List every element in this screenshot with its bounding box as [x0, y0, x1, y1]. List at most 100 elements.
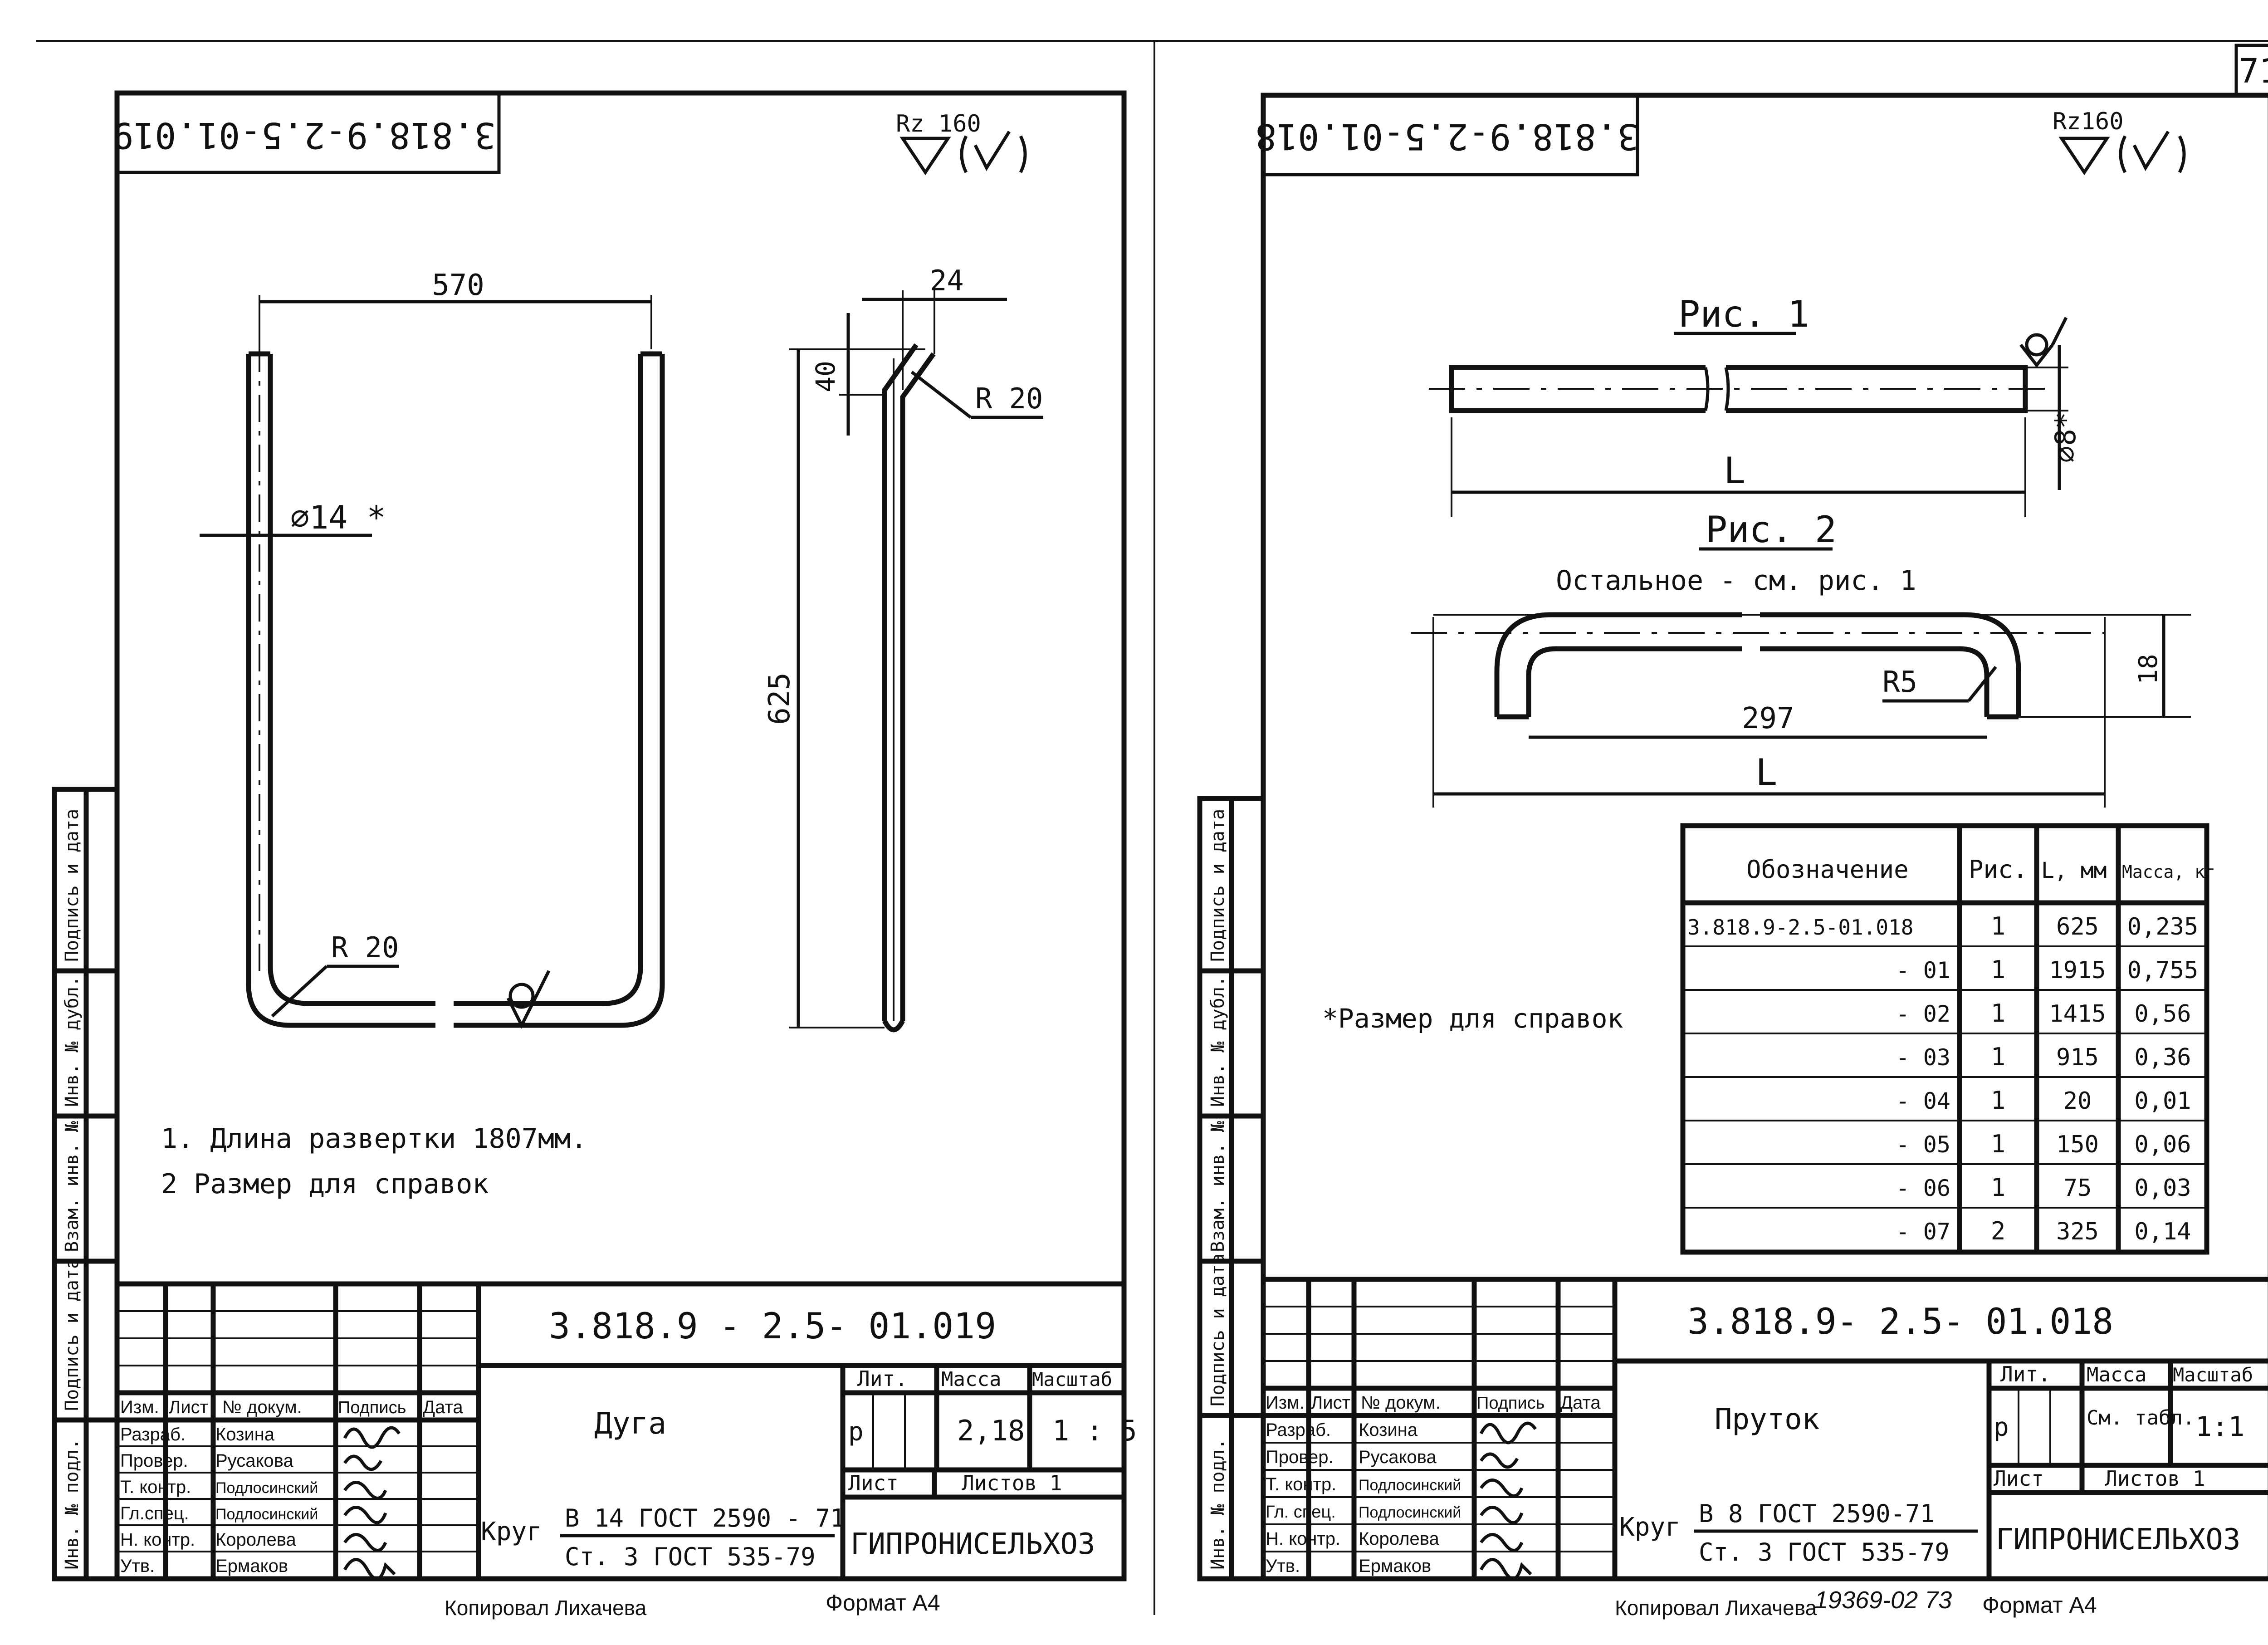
right-material-line1: В 8 ГОСТ 2590-71 — [1699, 1499, 1935, 1528]
tb-person: Русакова — [215, 1451, 293, 1471]
right-sheets-label: Листов 1 — [2105, 1466, 2205, 1491]
left-lit-value: р — [848, 1417, 864, 1447]
left-scale-label: Масштаб — [1032, 1368, 1112, 1390]
table-cell: 1415 — [2049, 1000, 2106, 1028]
table-cell: 1 — [1991, 912, 2006, 940]
table-cell: 0,56 — [2134, 1000, 2191, 1028]
note-1: 1. Длина развертки 1807мм. — [161, 1123, 587, 1155]
fig2-dim-L: L — [1755, 751, 1777, 793]
left-corner-box — [115, 91, 501, 174]
right-scale-label: Масштаб — [2173, 1364, 2253, 1386]
dim-leader-r-top — [910, 371, 972, 419]
strip-label: Подпись и дата — [1207, 1253, 1228, 1406]
fig2-dim-h: 18 — [2134, 654, 2163, 684]
right-copied: Копировал Лихачева — [1615, 1596, 1817, 1620]
table-cell: 1 — [1991, 1130, 2006, 1158]
right-lit-label: Лит. — [2000, 1362, 2051, 1386]
table-header: Обозначение — [1746, 855, 1909, 884]
table-cell: 1915 — [2049, 957, 2106, 984]
tb-head-date: Дата — [1560, 1393, 1601, 1413]
table-cell: 915 — [2056, 1044, 2099, 1071]
tb-person: Подлосинский — [215, 1479, 318, 1497]
tb-role: Разраб. — [120, 1425, 186, 1444]
strip-label: Взам. инв. № — [62, 1121, 83, 1252]
left-title-block: Изм. Лист № докум. Подпись Дата Разраб. … — [117, 1281, 1137, 1581]
tb-head-doc: № докум. — [1361, 1393, 1441, 1413]
fig1-dim-L: L — [1724, 450, 1745, 492]
dim-offset: 40 — [810, 361, 841, 392]
table-cell: - 04 — [1896, 1088, 1950, 1114]
fig2-title: Рис. 2 — [1706, 509, 1837, 551]
left-sheets-label: Листов 1 — [962, 1471, 1062, 1495]
table-cell: - 03 — [1896, 1044, 1950, 1071]
hook-inner — [268, 354, 643, 1006]
tb-head-list: Лист — [1311, 1393, 1350, 1413]
right-note: *Размер для справок — [1322, 1003, 1623, 1034]
tb-signatures — [343, 1426, 401, 1581]
dim-leader-r-bottom — [271, 965, 328, 1018]
tb-person: Королева — [215, 1530, 297, 1550]
table-cell: 1 — [1991, 1086, 2006, 1115]
tb-person: Козина — [215, 1425, 275, 1444]
right-format: Формат А4 — [1982, 1592, 2097, 1618]
table-cell: 625 — [2056, 913, 2099, 940]
tb-head-list: Лист — [169, 1397, 208, 1417]
fig1-surface-mark — [2019, 317, 2068, 368]
table-cell: 1 — [1991, 1043, 2006, 1071]
table-cell: 0,14 — [2134, 1218, 2191, 1245]
dim-r-bottom: R 20 — [331, 931, 399, 964]
right-lit-value: р — [1994, 1413, 2009, 1442]
table-cell: 325 — [2056, 1218, 2099, 1245]
right-doc-number: 19369-02 73 — [1814, 1586, 1952, 1614]
dim-width: 570 — [432, 269, 484, 302]
right-sheet-label: Лист — [1994, 1466, 2044, 1491]
strip-label: Подпись и дата — [62, 1258, 83, 1411]
left-material-line2: Ст. 3 ГОСТ 535-79 — [565, 1542, 816, 1571]
table-cell: 2 — [1991, 1217, 2006, 1245]
table-cell: 0,235 — [2127, 913, 2199, 940]
tb-role: Т. контр. — [120, 1477, 191, 1497]
table-cell: 1 — [1991, 1173, 2006, 1202]
right-scale-value: 1:1 — [2195, 1411, 2244, 1443]
dim-r-top: R 20 — [975, 382, 1043, 415]
fig2-dim-r: R5 — [1882, 666, 1917, 699]
tb-role: Провер. — [120, 1451, 188, 1471]
side-inner — [900, 352, 936, 1021]
left-org: ГИПРОНИСЕЛЬХОЗ — [850, 1528, 1095, 1561]
right-sheet: 3.818.9-2.5-01.018 Rz160 Рис. 1 L ⌀8* Ри… — [1255, 93, 2268, 1620]
tb-head-izm: Изм. — [120, 1397, 159, 1417]
tb-person: Русакова — [1359, 1447, 1437, 1467]
table-cell: - 05 — [1896, 1131, 1950, 1158]
tb-role: Н. контр. — [1266, 1529, 1340, 1549]
table-cell: 1 — [1991, 999, 2006, 1028]
right-material-top: Круг — [1619, 1513, 1681, 1542]
table-cell: 0,36 — [2134, 1044, 2191, 1071]
tb-head-sign: Подпись — [1476, 1394, 1545, 1413]
left-part-name: Дуга — [594, 1406, 666, 1441]
fig2-r-leader — [1967, 666, 1997, 702]
tb-role: Утв. — [1266, 1556, 1300, 1576]
table-cell: 150 — [2056, 1131, 2099, 1158]
right-part-name: Пруток — [1715, 1403, 1819, 1436]
spec-table: Обозначение Рис. L, мм Масса, кг 3.818.9… — [1680, 823, 2215, 1255]
tb-role: Провер. — [1266, 1447, 1334, 1467]
left-roughness-label: Rz 160 — [896, 110, 981, 137]
left-format: Формат А4 — [826, 1590, 940, 1616]
table-frame — [1680, 823, 2209, 1255]
left-surface-mark — [506, 970, 551, 1029]
left-material-line1: В 14 ГОСТ 2590 - 71 — [565, 1504, 845, 1532]
left-roughness-bracket — [960, 131, 1027, 173]
right-roughness-symbol — [2058, 137, 2110, 176]
left-material-top: Круг — [481, 1517, 542, 1547]
note-2: 2 Размер для справок — [161, 1168, 489, 1200]
table-cell: 1 — [1991, 955, 2006, 984]
left-scale-value: 1 : 5 — [1052, 1414, 1137, 1447]
left-roughness-symbol — [899, 137, 951, 176]
left-sheet-label: Лист — [848, 1471, 899, 1495]
table-cell: 75 — [2063, 1175, 2092, 1202]
left-lit-label: Лит. — [857, 1366, 908, 1391]
table-cell: 0,01 — [2134, 1087, 2191, 1115]
tb-role: Разраб. — [1266, 1420, 1331, 1440]
